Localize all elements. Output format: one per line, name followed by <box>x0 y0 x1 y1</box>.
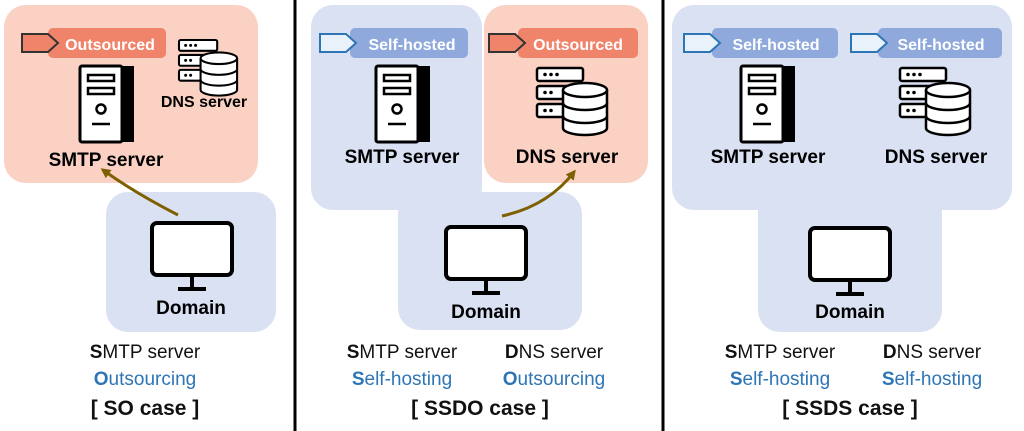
smtp-server-icon <box>739 64 797 144</box>
domain-label: Domain <box>156 298 226 319</box>
case-label: [ SO case ] <box>90 397 200 420</box>
smtp-server-label: SMTP server <box>49 150 164 171</box>
dns-server-label: DNS server <box>161 94 247 111</box>
caption-service: SMTP server <box>724 342 836 363</box>
dns-server-label: DNS server <box>516 147 619 168</box>
domain-label: Domain <box>451 302 521 323</box>
panel-so: Outsourced DNS server SMTP server Domain <box>4 5 276 332</box>
dns-server-label: DNS server <box>885 147 988 168</box>
svg-text:Outsourced: Outsourced <box>533 37 623 54</box>
smtp-server-icon <box>374 64 432 144</box>
selfhosted-tag: Self-hosted <box>319 28 468 58</box>
smtp-server-icon <box>78 64 136 144</box>
caption-status: Outsourcing <box>502 369 606 390</box>
caption-status: Outsourcing <box>93 369 197 390</box>
selfhosted-tag: Self-hosted <box>683 28 838 58</box>
panel-ssds: Self-hosted Self-hosted SMTP server DNS … <box>672 5 1012 332</box>
caption-service: DNS server <box>882 342 982 363</box>
outsourced-tag: Outsourced <box>21 28 166 58</box>
panel-ssdo: Self-hosted Outsourced SMTP server DNS s… <box>311 5 648 330</box>
svg-text:Self-hosted: Self-hosted <box>368 37 455 54</box>
smtp-server-label: SMTP server <box>345 147 460 168</box>
svg-text:Self-hosted: Self-hosted <box>732 37 819 54</box>
selfhosted-tag: Self-hosted <box>850 28 1002 58</box>
query-arrow <box>100 168 179 217</box>
svg-text:Self-hosted: Self-hosted <box>897 37 984 54</box>
caption-service: SMTP server <box>346 342 458 363</box>
caption-status: Self-hosting <box>881 369 983 390</box>
caption-status: Self-hosting <box>729 369 831 390</box>
caption-status: Self-hosting <box>351 369 453 390</box>
case-label: [ SSDO case ] <box>411 397 549 420</box>
domain-label: Domain <box>815 302 885 323</box>
caption-service: SMTP server <box>89 342 201 363</box>
query-arrow <box>501 169 576 218</box>
svg-text:Outsourced: Outsourced <box>65 37 155 54</box>
caption-service: DNS server <box>504 342 604 363</box>
smtp-server-label: SMTP server <box>711 147 826 168</box>
case-label: [ SSDS case ] <box>782 397 918 420</box>
outsourced-tag: Outsourced <box>488 28 638 58</box>
